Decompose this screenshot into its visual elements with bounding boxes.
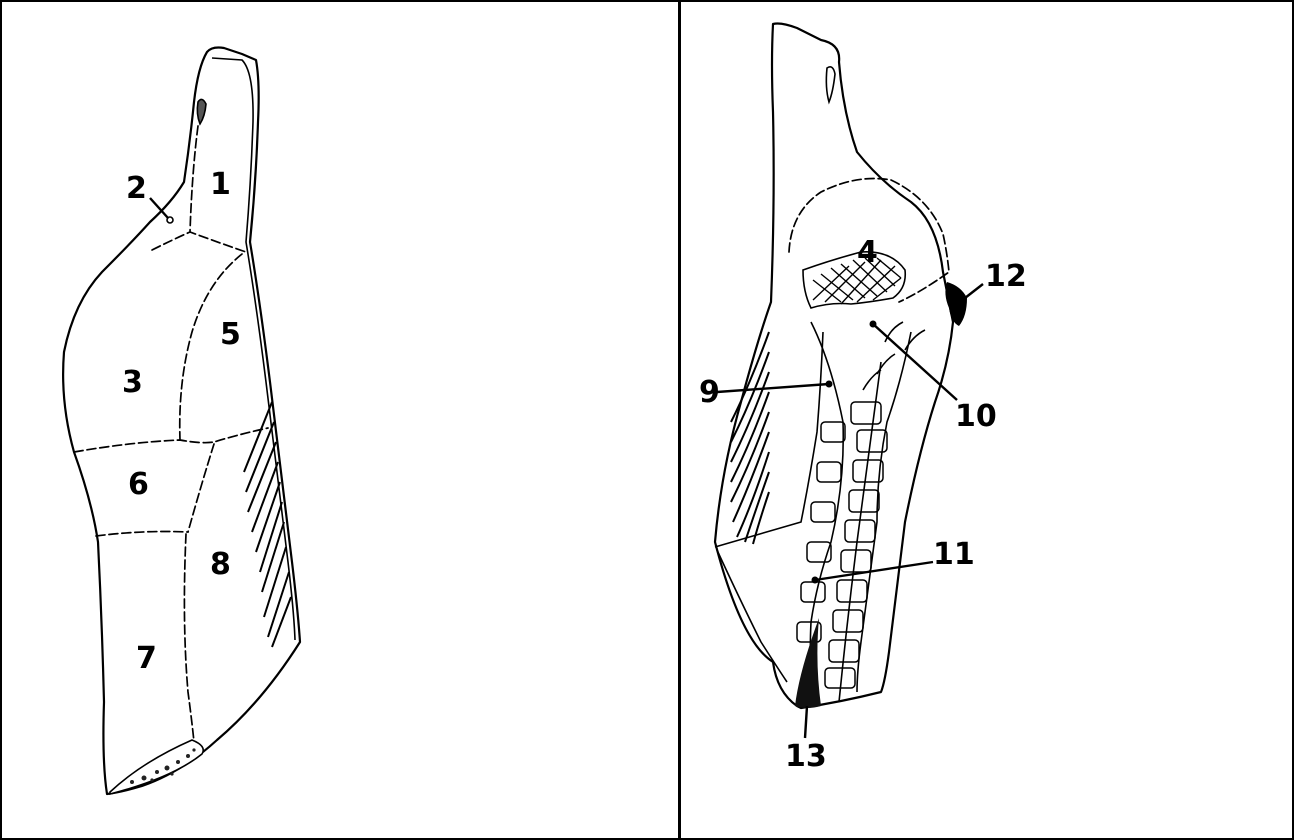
seam-6-7 <box>96 532 188 537</box>
seam-shoulder-top <box>152 232 246 252</box>
seam-7-8 <box>184 534 194 742</box>
label-1: 1 <box>210 170 231 200</box>
right-joint-mark <box>826 67 835 102</box>
leader-9 <box>717 384 829 392</box>
left-rib-group <box>244 402 291 647</box>
label-13: 13 <box>785 742 827 772</box>
right-rib-group <box>731 332 769 544</box>
label-10: 10 <box>955 402 997 432</box>
left-panel: 1 2 3 5 6 7 8 <box>2 2 678 838</box>
leader-11 <box>815 562 933 580</box>
mark-13 <box>795 618 821 708</box>
seam-6-vertical <box>188 444 214 532</box>
left-joint-mark <box>197 99 206 124</box>
label-2: 2 <box>126 174 147 204</box>
label-4: 4 <box>857 238 878 268</box>
left-carcass-drawing <box>2 2 678 838</box>
right-flank-line <box>717 550 787 682</box>
label-3: 3 <box>122 368 143 398</box>
label-11: 11 <box>933 540 975 570</box>
left-bottom-cut <box>110 740 203 794</box>
mark-12 <box>945 282 967 326</box>
label-5: 5 <box>220 320 241 350</box>
leader-12 <box>965 284 983 298</box>
right-carcass-outline <box>715 24 953 709</box>
label-12: 12 <box>985 262 1027 292</box>
label-8: 8 <box>210 550 231 580</box>
seam-shank <box>190 126 198 232</box>
right-panel: 4 9 10 11 12 13 <box>681 2 1292 838</box>
label-7: 7 <box>136 644 157 674</box>
label-9: 9 <box>699 378 720 408</box>
label-6: 6 <box>128 470 149 500</box>
leader-13 <box>805 706 807 738</box>
seam-3-6 <box>74 428 268 452</box>
right-rib-stubs <box>863 322 925 390</box>
